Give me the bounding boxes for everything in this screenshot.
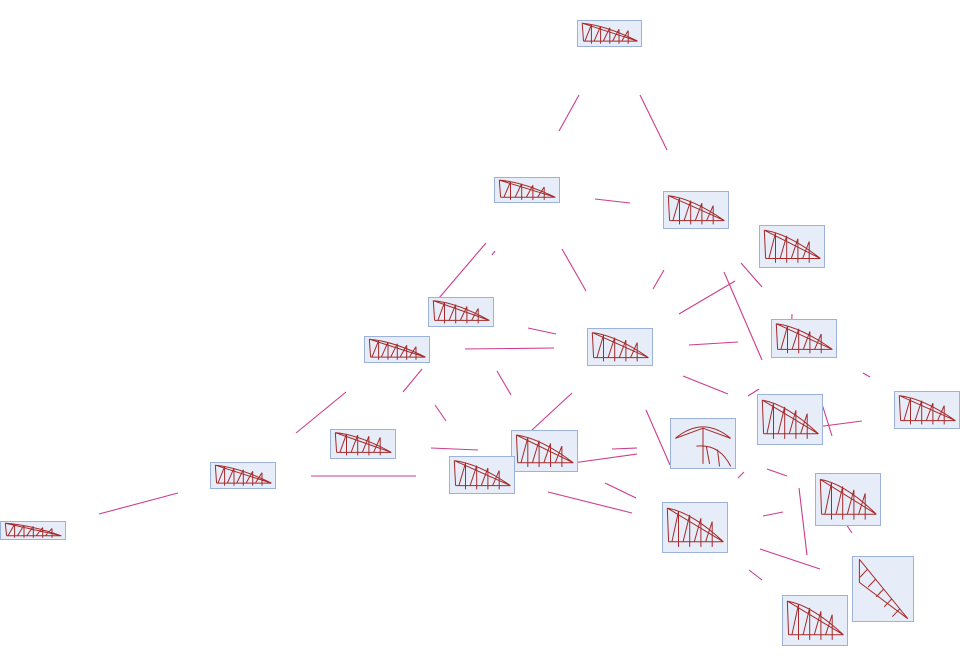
graph-node[interactable] (815, 473, 881, 526)
graph-node[interactable] (511, 430, 578, 472)
graph-edge (798, 487, 808, 556)
graph-node[interactable] (330, 429, 396, 459)
graph-edge (434, 404, 447, 422)
graph-edge (527, 327, 557, 335)
graph-edge (561, 248, 587, 292)
graph-edge (737, 471, 745, 479)
graph-node[interactable] (852, 556, 914, 622)
graph-edge (611, 447, 638, 450)
truss-shape-icon (432, 300, 490, 324)
graph-edge (645, 409, 671, 466)
truss-shape-icon (666, 507, 724, 547)
node-layer (0, 20, 960, 646)
node-box (663, 191, 729, 229)
truss-shape-icon (898, 395, 956, 425)
graph-node[interactable] (782, 595, 848, 646)
truss-shape-icon (786, 600, 844, 640)
node-box (782, 595, 848, 646)
graph-edge (759, 548, 821, 570)
graph-edge (464, 347, 555, 350)
graph-edge (652, 269, 665, 290)
graph-edge (496, 370, 512, 396)
truss-shape-icon (775, 323, 833, 354)
node-box (771, 319, 837, 358)
graph-node[interactable] (428, 297, 494, 327)
graph-node[interactable] (210, 462, 276, 489)
truss-shape-icon (214, 464, 272, 486)
graph-edge (748, 569, 763, 581)
graph-edge (740, 262, 763, 288)
truss-shape-icon (4, 522, 62, 538)
truss-shape-icon (819, 478, 877, 520)
graph-node[interactable] (894, 391, 960, 429)
node-box (449, 456, 515, 494)
node-box (759, 225, 825, 268)
graph-edge (531, 392, 573, 431)
truss-shape-icon (763, 229, 821, 263)
graph-edge (862, 372, 871, 378)
graph-edge (594, 198, 631, 204)
truss-shape-icon (515, 434, 574, 467)
graph-edge (821, 403, 833, 437)
truss-shape-icon (453, 460, 511, 490)
graph-edge (558, 94, 580, 132)
node-box (757, 394, 823, 445)
truss-shape-icon (334, 432, 392, 456)
truss-shape-icon (368, 338, 426, 360)
graph-edge (747, 388, 760, 397)
graph-edge (688, 341, 739, 346)
graph-node[interactable] (0, 521, 66, 540)
graph-edge (438, 242, 487, 299)
node-box (662, 502, 728, 553)
graph-edge (639, 94, 668, 151)
edge-layer (98, 94, 871, 581)
graph-edge (604, 482, 637, 499)
truss-shape-icon (761, 399, 819, 439)
graph-node[interactable] (662, 502, 728, 553)
truss-shape-icon (858, 558, 909, 620)
graph-node[interactable] (587, 328, 653, 366)
graph-edge (723, 271, 763, 361)
node-box (894, 391, 960, 429)
graph-edge (766, 468, 788, 477)
node-box (815, 473, 881, 526)
graph-edge (402, 368, 423, 393)
graph-node[interactable] (670, 418, 736, 469)
graph-edge (430, 447, 479, 451)
graph-edge (682, 375, 729, 395)
truss-shape-icon (591, 332, 649, 362)
graph-edge (98, 492, 179, 515)
graph-node[interactable] (494, 177, 560, 203)
truss-shape-icon (674, 426, 732, 467)
graph-node[interactable] (759, 225, 825, 268)
graph-node[interactable] (663, 191, 729, 229)
graph-node[interactable] (449, 456, 515, 494)
graph-edge (678, 280, 736, 315)
graph-node[interactable] (757, 394, 823, 445)
graph-edge (295, 391, 347, 434)
graph-node[interactable] (577, 20, 642, 47)
truss-shape-icon (667, 195, 725, 225)
node-box (587, 328, 653, 366)
graph-edge (547, 491, 633, 514)
truss-shape-icon (498, 179, 556, 200)
graph-edge (491, 250, 496, 256)
graph-node[interactable] (771, 319, 837, 358)
graph-node[interactable] (364, 336, 430, 363)
truss-shape-icon (581, 22, 638, 44)
node-box (511, 430, 578, 472)
graph-edge (762, 511, 784, 517)
